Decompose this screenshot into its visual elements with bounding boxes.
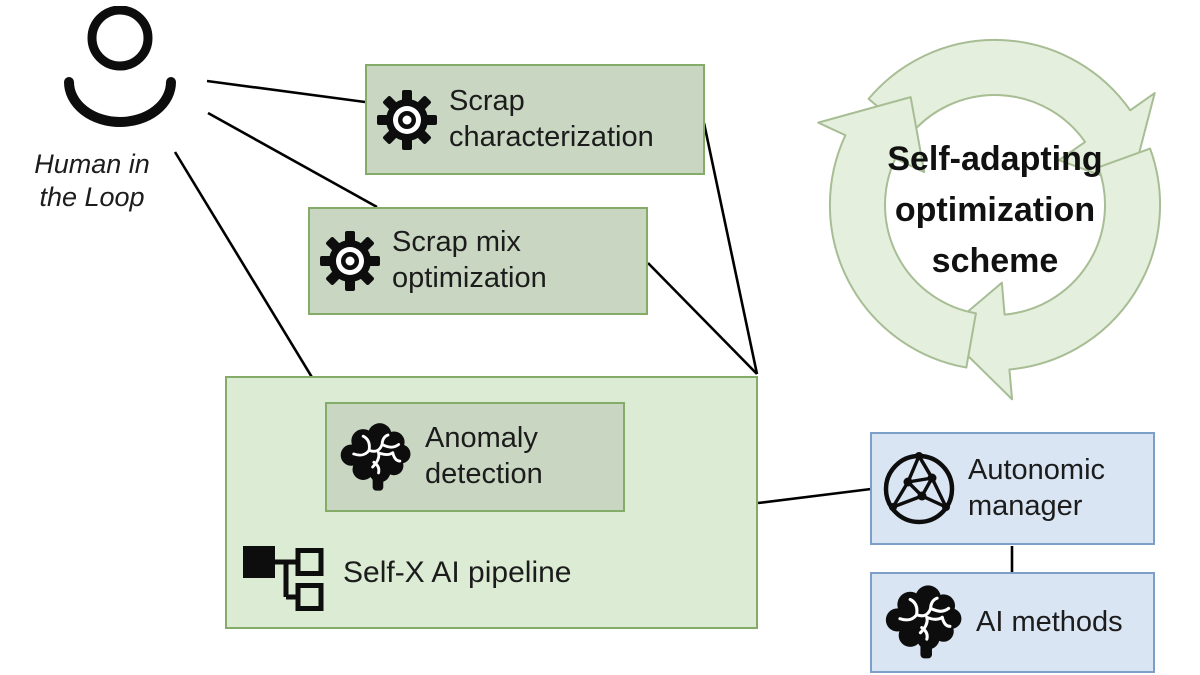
connector-line xyxy=(757,487,872,505)
connector-line xyxy=(206,79,366,104)
self-x-pipeline-box: Anomaly detection Self-X AI pipeline xyxy=(225,376,758,629)
gear-icon xyxy=(320,231,380,291)
anomaly-detection-label: Anomaly detection xyxy=(425,422,543,490)
autonomic-manager-box: Autonomic manager xyxy=(870,432,1155,545)
self-adapting-cycle xyxy=(780,10,1200,402)
anomaly-detection-box: Anomaly detection xyxy=(325,402,625,512)
pipeline-hierarchy-icon xyxy=(243,546,324,611)
scrap-mix-optimization-label: Scrap mix optimization xyxy=(392,226,547,294)
person-icon xyxy=(64,6,176,127)
connector-line xyxy=(647,262,758,375)
cycle-arrows-icon xyxy=(780,38,1200,402)
self-x-pipeline-label: Self-X AI pipeline xyxy=(343,556,572,589)
scrap-characterization-label: Scrap characterization xyxy=(449,84,654,153)
human-in-the-loop-label: Human in the Loop xyxy=(34,149,150,213)
autonomic-manager-label: Autonomic manager xyxy=(968,453,1106,522)
scrap-characterization-box: Scrap characterization xyxy=(365,64,705,175)
connector-line xyxy=(173,151,329,403)
brain-icon xyxy=(339,421,412,492)
network-globe-icon xyxy=(882,452,956,526)
scrap-mix-optimization-box: Scrap mix optimization xyxy=(308,207,648,315)
ai-methods-label: AI methods xyxy=(976,605,1123,638)
gear-icon xyxy=(377,89,437,150)
brain-icon xyxy=(884,584,963,660)
self-adapting-scheme-label: Self-adapting optimization scheme xyxy=(887,140,1103,280)
connector-line xyxy=(207,111,378,209)
ai-methods-box: AI methods xyxy=(870,572,1155,673)
connector-line xyxy=(702,122,759,375)
